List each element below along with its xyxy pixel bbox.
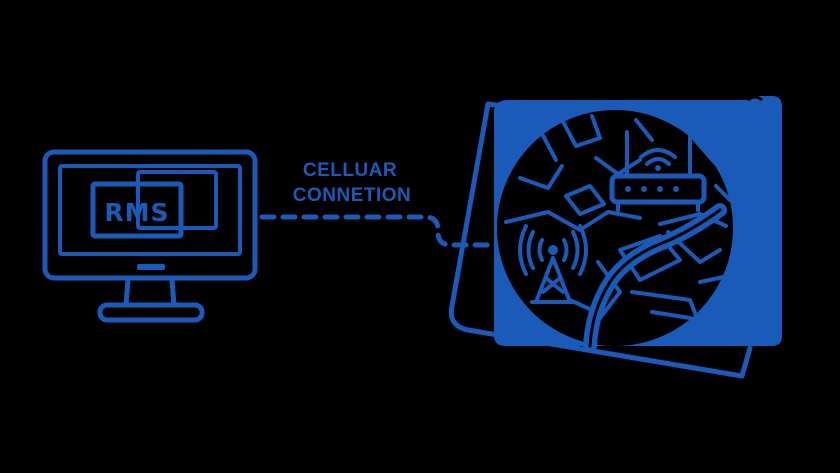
cell-tower-icon [518,224,588,304]
cellular-connection-line [259,214,523,248]
connection-label-line1: CELLUAR [303,160,397,181]
desktop-monitor-icon [42,149,258,323]
app-window-icon [90,170,218,239]
wifi-router-icon [609,120,707,212]
city-map-icon [448,95,782,379]
connection-label-line2: CONNETION [293,185,412,206]
rms-label: RMS [104,198,169,227]
map-streets [504,114,732,328]
